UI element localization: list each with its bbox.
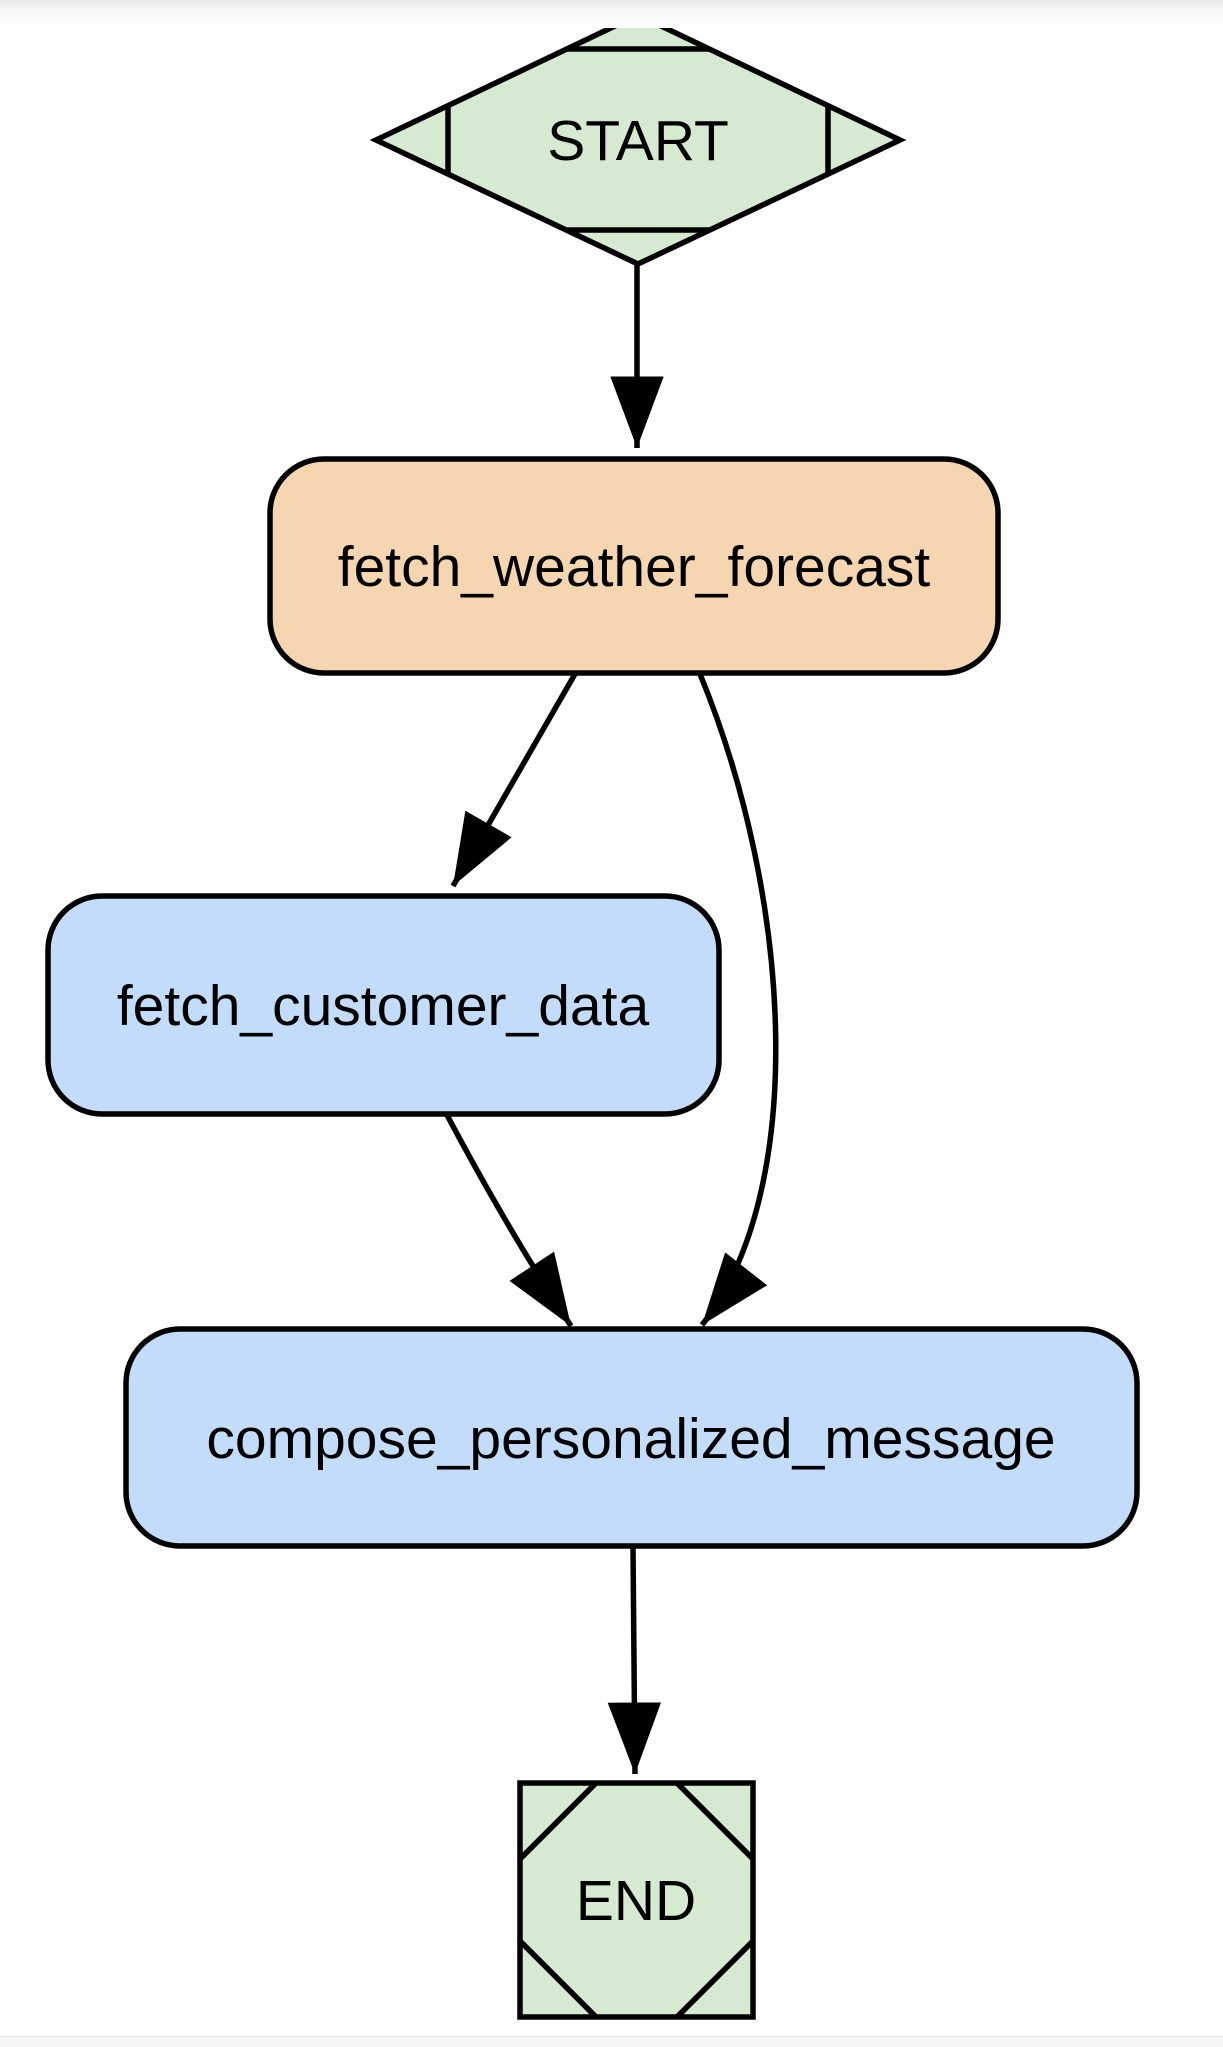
compose-personalized-message-label: compose_personalized_message	[206, 1407, 1055, 1471]
edge-fetch-weather-to-fetch-customer	[450, 672, 578, 888]
edge-fetch-weather-to-compose	[697, 672, 779, 1327]
end-square-bottom-left-cut	[518, 1939, 598, 2019]
node-fetch-weather-forecast: fetch_weather_forecast	[267, 456, 1001, 676]
end-node-label: END	[576, 1869, 696, 1933]
fetch-weather-forecast-shape	[267, 456, 1001, 676]
node-start: START	[369, 11, 907, 268]
fetch-customer-data-label: fetch_customer_data	[117, 974, 650, 1038]
fetch-customer-data-shape	[45, 893, 722, 1117]
node-fetch-customer-data: fetch_customer_data	[45, 893, 722, 1117]
end-square-top-left-cut	[518, 1781, 598, 1861]
compose-personalized-message-shape	[123, 1326, 1140, 1549]
edge-compose-to-end	[607, 1546, 662, 1775]
end-square-top-right-cut	[675, 1781, 755, 1861]
end-square-bottom-right-cut	[675, 1939, 755, 2019]
node-end: END	[517, 1780, 756, 2020]
node-compose-personalized-message: compose_personalized_message	[123, 1326, 1140, 1549]
page-bottom-bar	[0, 2036, 1223, 2047]
edge-fetch-customer-to-compose	[444, 1113, 574, 1328]
start-node-label: START	[547, 109, 729, 173]
start-diamond-shape	[369, 11, 907, 268]
edge-group	[444, 264, 779, 1775]
fetch-weather-forecast-label: fetch_weather_forecast	[338, 535, 931, 599]
